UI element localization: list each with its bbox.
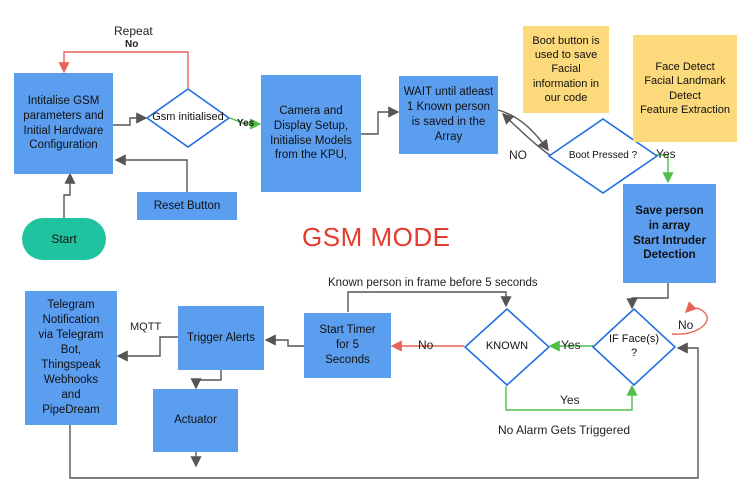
known-before-label: Known person in frame before 5 seconds	[328, 277, 538, 289]
no-known-label: No	[418, 338, 434, 352]
actuator-box: Actuator	[153, 389, 238, 452]
diagram-title: GSM MODE	[302, 222, 451, 252]
faces-diamond-shape	[592, 308, 676, 386]
wait-known-label: WAIT until atleast 1 Known person is sav…	[403, 86, 494, 143]
known-diamond-shape	[464, 308, 550, 386]
bottom-loop	[69, 342, 699, 479]
boot-yes	[654, 154, 674, 184]
gsm-no-loop	[58, 51, 189, 88]
trigger-to-actuator	[190, 370, 222, 390]
gsm-diamond-shape	[146, 88, 230, 148]
if-faces-label: IF Face(s) ?	[608, 333, 660, 359]
timer-to-trigger	[264, 334, 304, 347]
trigger-alerts-label: Trigger Alerts	[187, 331, 255, 344]
telegram-label: Telegram Notification via Telegram Bot, …	[38, 299, 104, 416]
no-face-label: No	[678, 318, 694, 332]
yes-gsm-label: Yes	[237, 118, 255, 129]
faces-no-loop	[671, 301, 708, 335]
init-gsm-label: Intitalise GSM parameters and Initial Ha…	[23, 94, 104, 152]
repeat-label: Repeat	[114, 24, 153, 38]
start-timer-label: Start Timer for 5 Seconds	[319, 324, 376, 366]
reset-button-label: Reset Button	[153, 199, 221, 212]
yes-bottom-label: Yes	[560, 393, 580, 407]
actuator-label: Actuator	[174, 414, 217, 427]
init-to-gsm	[113, 112, 148, 126]
no-top-label: No	[125, 39, 139, 50]
boot-note: Boot button is used to save Facial infor…	[523, 26, 609, 113]
yes-face-label: Yes	[561, 338, 581, 352]
wait-known-box: WAIT until atleast 1 Known person is sav…	[399, 76, 498, 154]
camera-setup-label: Camera and Display Setup, Initialise Mod…	[270, 104, 352, 162]
save-person-box: Save person in array Start Intruder Dete…	[623, 184, 716, 283]
wait-to-boot	[497, 109, 549, 152]
save-person-label: Save person in array Start Intruder Dete…	[633, 204, 706, 262]
telegram-box: Telegram Notification via Telegram Bot, …	[25, 291, 117, 425]
trigger-to-telegram	[116, 336, 178, 362]
known-decision: KNOWN	[464, 308, 550, 386]
no-boot-label: NO	[509, 148, 527, 162]
start-to-init	[63, 172, 76, 218]
face-note-text: Face Detect Facial Landmark Detect Featu…	[640, 60, 730, 116]
trigger-alerts-box: Trigger Alerts	[178, 306, 264, 370]
mqtt-label: MQTT	[130, 321, 162, 333]
gsm-initialised-label: Gsm initialised	[152, 111, 224, 124]
start-label: Start	[51, 232, 77, 246]
yes-boot-label: Yes	[656, 147, 676, 161]
init-gsm-box: Intitalise GSM parameters and Initial Ha…	[14, 73, 113, 174]
known-label: KNOWN	[485, 340, 529, 353]
gsm-initialised-decision: Gsm initialised	[146, 88, 230, 148]
boot-note-text: Boot button is used to save Facial infor…	[532, 34, 600, 104]
reset-to-init	[114, 154, 188, 192]
if-faces-decision: IF Face(s) ?	[592, 308, 676, 386]
start-terminal: Start	[22, 218, 106, 260]
boot-diamond-shape	[548, 118, 658, 194]
start-timer-box: Start Timer for 5 Seconds	[304, 313, 391, 378]
camera-to-wait	[361, 106, 400, 135]
boot-pressed-label: Boot Pressed ?	[568, 149, 638, 161]
reset-button-box: Reset Button	[137, 192, 237, 220]
known-yes-bottom	[505, 384, 638, 411]
gsm-yes	[229, 117, 262, 130]
face-note: Face Detect Facial Landmark Detect Featu…	[633, 35, 737, 142]
save-to-faces	[626, 283, 669, 310]
camera-setup-box: Camera and Display Setup, Initialise Mod…	[261, 75, 361, 192]
known-before-loop	[347, 291, 512, 312]
boot-pressed-decision: Boot Pressed ?	[548, 118, 658, 194]
no-alarm-label: No Alarm Gets Triggered	[498, 423, 631, 437]
